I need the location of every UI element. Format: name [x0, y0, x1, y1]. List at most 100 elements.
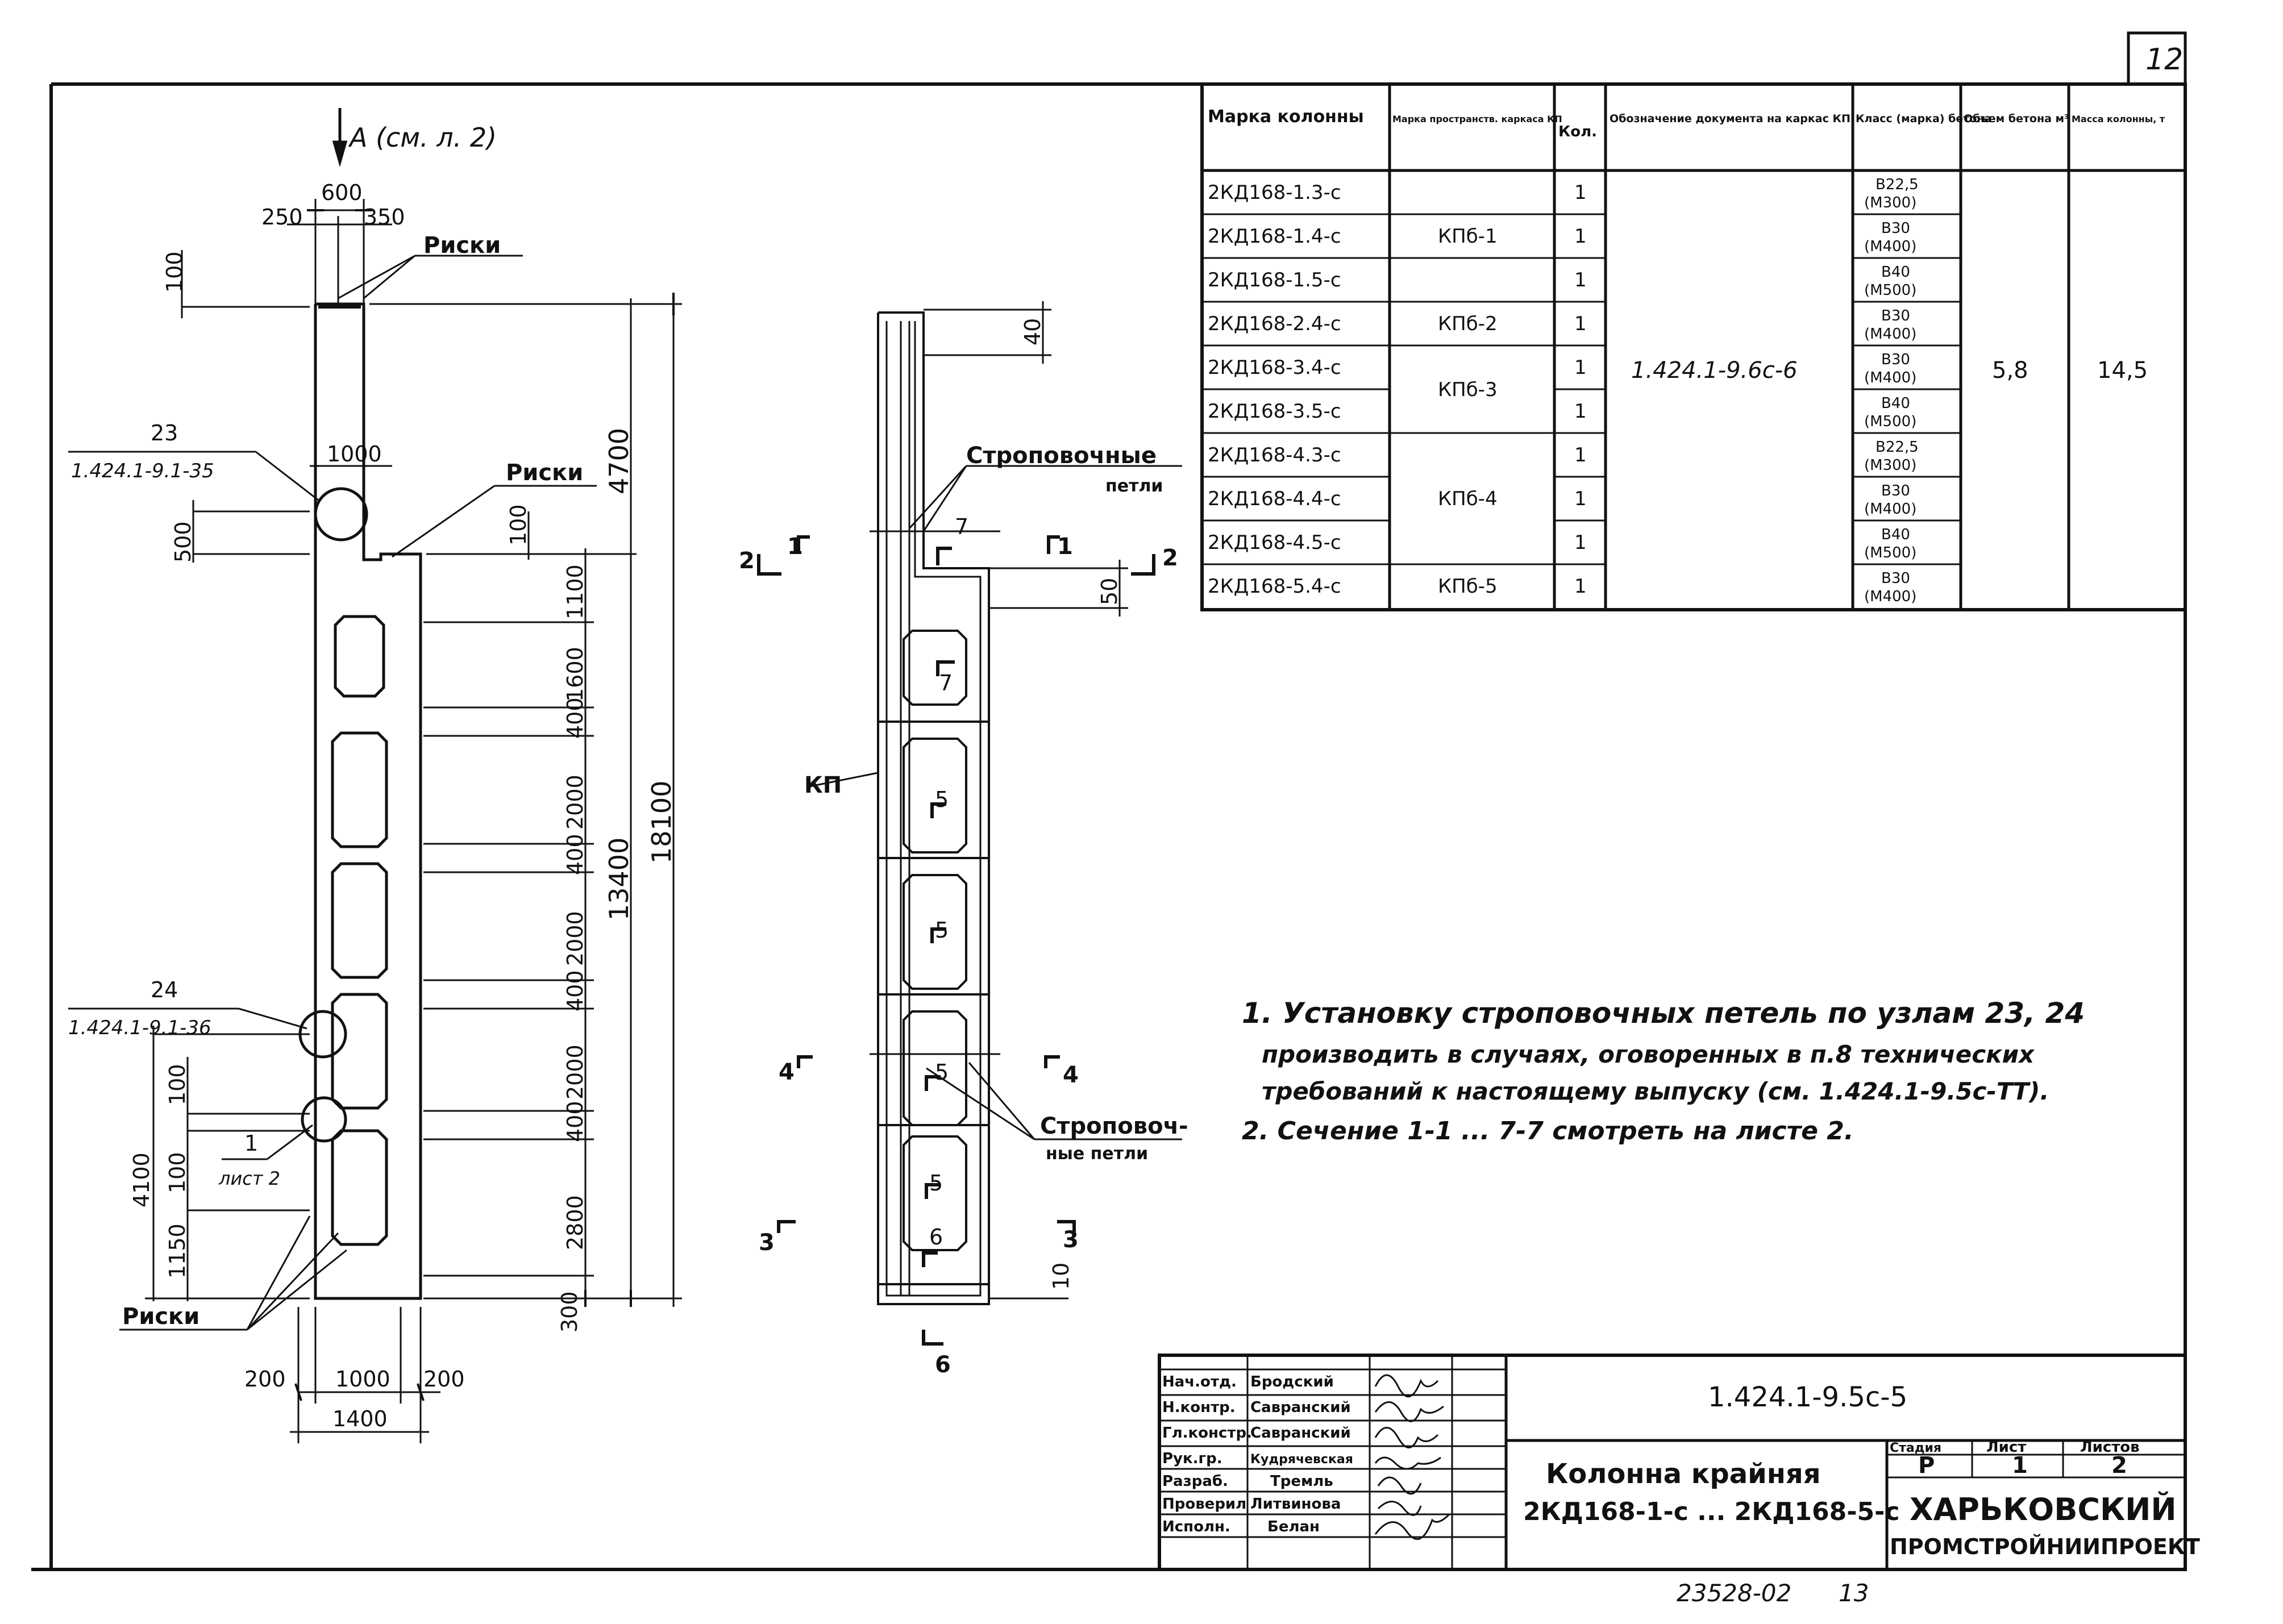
sheets-value: 2	[2111, 1452, 2127, 1479]
table-row: 2КД168-2.4-с 1 В30 (М400)	[1208, 307, 1916, 343]
elevation-dimension-lines	[68, 199, 682, 1443]
node-24-reference: 1.424.1-9.1-36	[68, 1017, 211, 1039]
row-qty: 1	[1574, 181, 1587, 204]
name-6: Литвинова	[1250, 1496, 1341, 1513]
dim-350: 350	[364, 205, 405, 230]
table-row: 2КД168-1.4-с 1 В30 (М400)	[1208, 220, 1916, 255]
row-class-grade: (М500)	[1864, 413, 1916, 430]
cut-2-left: 2	[739, 548, 755, 574]
node-24-number: 24	[151, 977, 178, 1002]
general-notes: 1. Установку строповочных петель по узла…	[1242, 997, 2085, 1146]
kp-label: КП	[804, 772, 842, 798]
dim-1400: 1400	[332, 1406, 388, 1431]
cut-3-right: 3	[1063, 1227, 1079, 1253]
dim-1150: 1150	[165, 1223, 190, 1279]
view-ref-label: А (см. л. 2)	[348, 122, 497, 153]
table-row: 2КД168-3.4-с 1 В30 (М400)	[1208, 351, 1916, 386]
table-row: 2КД168-4.4-с 1 В30 (М400)	[1208, 482, 1916, 518]
name-1: Бродский	[1250, 1373, 1334, 1390]
row-mark: 2КД168-1.5-с	[1208, 269, 1341, 292]
row-class: В30	[1881, 351, 1910, 368]
note-line-4: 2. Сечение 1-1 ... 7-7 смотреть на листе…	[1242, 1117, 1854, 1146]
dim-600: 600	[321, 180, 363, 205]
row-mark: 2КД168-3.5-с	[1208, 400, 1341, 423]
dim-2000-a: 2000	[563, 774, 588, 830]
cut-2-right: 2	[1162, 545, 1178, 571]
row-class: В22,5	[1876, 439, 1919, 456]
dim-400-c: 400	[563, 970, 588, 1011]
dim-200-left: 200	[244, 1367, 286, 1392]
node-23-number: 23	[151, 420, 178, 445]
risk-label-bottom: Риски	[122, 1304, 199, 1330]
header-concrete-class: Класс (марка) бетона	[1856, 113, 1991, 125]
cut-4-left: 4	[779, 1059, 795, 1085]
dim-250: 250	[261, 205, 303, 230]
organization-line-2: ПРОМСТРОЙНИИПРОЕКТ	[1890, 1534, 2200, 1559]
row-class: В30	[1881, 220, 1910, 237]
row-class: В22,5	[1876, 176, 1919, 193]
row-qty: 1	[1574, 313, 1587, 335]
row-mark: 2КД168-1.3-с	[1208, 181, 1341, 204]
name-4: Кудрячевская	[1250, 1452, 1353, 1467]
header-column-mark: Марка колонны	[1208, 107, 1364, 127]
sheet-value: 1	[2012, 1452, 2028, 1479]
dim-1000-head: 1000	[327, 442, 382, 467]
role-1: Нач.отд.	[1162, 1373, 1237, 1390]
sheet-header: Лист	[1986, 1439, 2026, 1456]
cut-6-frame: 6	[929, 1225, 943, 1250]
title-block-grid	[1158, 1354, 2187, 1571]
name-2: Савранский	[1250, 1399, 1351, 1416]
dim-40: 40	[1020, 318, 1045, 345]
dim-300: 300	[557, 1291, 582, 1332]
organization-line-1: ХАРЬКОВСКИЙ	[1910, 1492, 2177, 1527]
table-row: 2КД168-4.3-с 1 В22,5 (М300)	[1208, 439, 1919, 474]
lift-loops-label-top-1: Строповочные	[966, 443, 1157, 469]
dim-100-console: 100	[506, 504, 531, 546]
dim-4100: 4100	[129, 1152, 154, 1207]
frame-kp-3: КПб-3	[1438, 378, 1498, 401]
row-qty: 1	[1574, 400, 1587, 423]
row-class-grade: (М500)	[1864, 544, 1916, 561]
cut-4-right: 4	[1063, 1062, 1079, 1088]
row-mark: 2КД168-4.5-с	[1208, 531, 1341, 554]
row-class-grade: (М400)	[1864, 238, 1916, 255]
row-class-grade: (М400)	[1864, 588, 1916, 605]
cut-6-bottom: 6	[935, 1352, 951, 1378]
dim-100-low-b: 100	[165, 1152, 190, 1193]
section-labels: 40 Строповочные петли 1 2 1 2 50 7 7 КП …	[739, 318, 1188, 1378]
row-mark: 2КД168-2.4-с	[1208, 313, 1341, 335]
document-code: 1.424.1-9.6с-6	[1631, 357, 1798, 384]
row-mark: 2КД168-4.3-с	[1208, 444, 1341, 467]
role-5: Разраб.	[1162, 1473, 1228, 1490]
frame-kp-2: КПб-2	[1438, 313, 1498, 335]
frame-kp-1: КПб-1	[1438, 225, 1498, 248]
sheet-frame	[31, 31, 2187, 1571]
cut-5-b: 5	[935, 918, 949, 943]
cut-3-left: 3	[759, 1230, 775, 1256]
row-qty: 1	[1574, 488, 1587, 510]
stage-header: Стадия	[1890, 1441, 1941, 1455]
row-mark: 2КД168-3.4-с	[1208, 356, 1341, 379]
spec-table-headers: Марка колонны Марка пространств. каркаса…	[1208, 107, 2165, 140]
row-class: В30	[1881, 307, 1910, 324]
dim-100-top: 100	[162, 251, 187, 293]
column-section-view	[806, 301, 1182, 1305]
cut-5-d: 5	[929, 1171, 943, 1196]
sheet-number-label: 12	[2145, 43, 2183, 77]
row-class-grade: (М300)	[1864, 194, 1916, 211]
node-23-reference: 1.424.1-9.1-35	[71, 460, 214, 482]
column-elevation	[298, 108, 422, 1300]
frame-kp-5: КПб-5	[1438, 575, 1498, 598]
row-class-grade: (М400)	[1864, 369, 1916, 386]
dim-400-a: 400	[563, 697, 588, 739]
row-qty: 1	[1574, 531, 1587, 554]
lift-loops-label-top-2: петли	[1105, 476, 1163, 496]
cut-1-left: 1	[787, 534, 803, 560]
drawing-code: 1.424.1-9.5с-5	[1708, 1381, 1907, 1413]
node-1-reference: лист 2	[218, 1168, 280, 1189]
row-mark: 2КД168-4.4-с	[1208, 488, 1341, 510]
role-6: Проверил	[1162, 1496, 1246, 1513]
header-mass: Масса колонны, т	[2072, 114, 2165, 124]
dim-4700: 4700	[604, 428, 634, 494]
